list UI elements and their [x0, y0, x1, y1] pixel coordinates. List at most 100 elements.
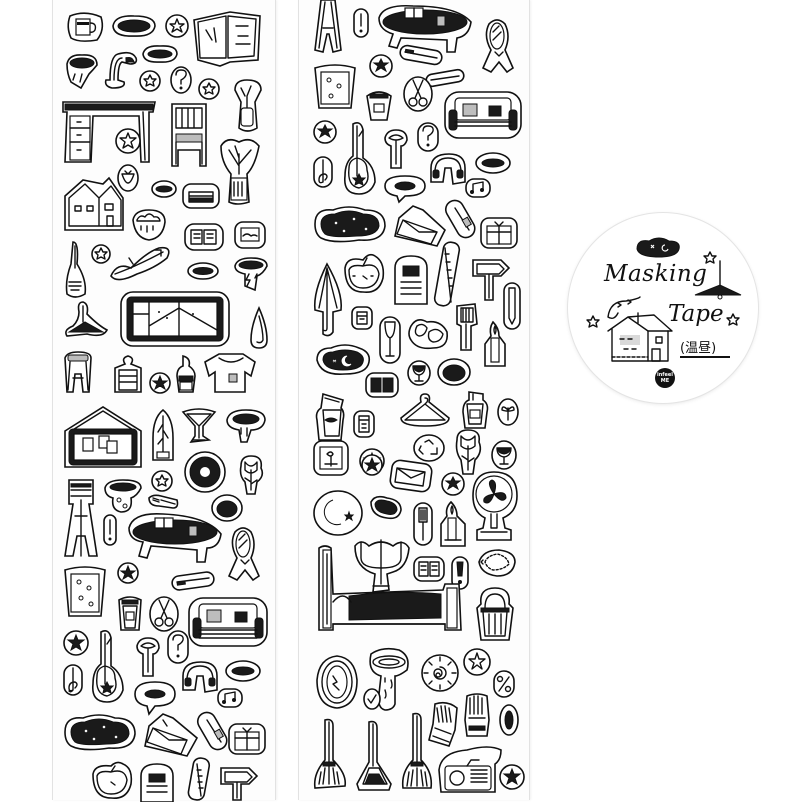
disc-title-tape: Tape — [668, 301, 724, 327]
star-sticker — [198, 78, 220, 100]
ruler-sticker — [433, 240, 461, 308]
leaf-sticker — [499, 704, 519, 736]
chair-sticker — [168, 100, 210, 168]
small-cloud-sticker — [141, 44, 179, 64]
star-sticker — [117, 562, 139, 584]
rain-cloud-sticker — [131, 208, 167, 242]
star-icon — [726, 313, 740, 327]
star-sticker — [313, 120, 337, 144]
speech-bubble-sticker — [383, 174, 427, 204]
mirror-sticker — [481, 18, 515, 74]
picture-frame-sticker — [233, 220, 267, 250]
jar-sticker — [313, 392, 347, 444]
toothbrush-sticker — [399, 44, 443, 66]
moon-cloud-sticker — [315, 342, 371, 376]
apple-clock-sticker — [89, 760, 135, 800]
recycle-sticker — [413, 434, 445, 462]
small-cloud-sticker — [151, 180, 177, 198]
lipstick-sticker — [444, 196, 479, 240]
brush-sticker — [399, 710, 435, 792]
framed-painting-sticker — [119, 290, 231, 348]
floor-lamp-sticker — [313, 0, 343, 54]
ornate-mirror-sticker — [315, 654, 359, 710]
dark-cloud-sticker — [111, 14, 157, 38]
moon-star-sticker — [313, 490, 363, 536]
star-icon — [703, 251, 717, 265]
exclamation-sticker — [353, 8, 369, 38]
slippers-sticker — [407, 316, 449, 352]
bed-sticker — [313, 544, 463, 632]
headphones-sticker — [181, 660, 219, 694]
glove-sticker — [427, 700, 461, 748]
coffee-table-sticker — [127, 508, 223, 564]
night-cloud-icon — [633, 235, 683, 259]
open-book-sticker — [413, 556, 445, 582]
fan-sticker — [469, 470, 519, 542]
guitar-sticker — [89, 628, 127, 704]
question-mark-sticker — [417, 122, 439, 152]
brand-line2: ME — [660, 378, 670, 384]
door-panel-sticker — [139, 762, 175, 802]
necklace-sticker — [477, 548, 517, 578]
sofa-sticker — [443, 90, 523, 140]
candelabra-sticker — [351, 538, 411, 596]
hanger-sticker — [399, 392, 451, 428]
question-mark-sticker — [170, 66, 192, 94]
apple-clock-sticker — [341, 252, 387, 296]
pendant-lamp-sticker — [63, 240, 89, 300]
strawberry-sticker — [117, 164, 139, 192]
subtitle-underline — [680, 356, 730, 358]
envelope-sticker — [393, 204, 447, 248]
tulip-sticker — [453, 428, 483, 476]
star-sticker — [369, 54, 393, 78]
star-sticker — [463, 648, 491, 676]
tomato-sticker — [437, 358, 471, 386]
pencil-sticker — [503, 282, 521, 330]
branch-sticker — [107, 242, 173, 282]
cloud-stars-sticker — [313, 204, 387, 244]
calendar-sticker — [353, 410, 375, 438]
headphones-sticker — [429, 152, 467, 186]
basket-sticker — [475, 586, 515, 642]
guitar-sticker — [341, 120, 379, 196]
sofa-sticker — [187, 596, 269, 648]
mirror-sticker — [227, 526, 261, 582]
bulletin-board-sticker — [63, 405, 143, 471]
drop-sticker — [249, 306, 269, 350]
treble-clef-sticker — [313, 156, 333, 188]
disc-subtitle: (温昼) — [680, 341, 717, 356]
ceiling-fan-sticker — [63, 300, 109, 340]
record-sticker — [183, 450, 227, 494]
radio-sticker — [437, 742, 503, 794]
toothbrush-sticker — [171, 571, 215, 591]
star-sticker — [361, 454, 383, 476]
broom-sticker — [311, 716, 349, 792]
mug-sticker — [67, 12, 104, 42]
small-cloud-sticker — [475, 152, 511, 174]
disc-title-masking: Masking — [604, 261, 708, 287]
hairbrush-sticker — [413, 502, 433, 546]
comb-sticker — [455, 302, 479, 352]
floor-lamp-sticker — [63, 476, 99, 560]
speech-bubble-sticker — [133, 680, 177, 716]
pendant-lamp-icon — [693, 260, 743, 303]
gift-box-sticker — [227, 720, 267, 756]
cloud-drip-sticker — [225, 408, 267, 444]
envelope-sticker — [143, 712, 199, 758]
flower-vase-sticker — [231, 78, 263, 134]
sticker-strip-left — [52, 0, 276, 802]
small-cloud-sticker — [225, 660, 261, 682]
star-sticker — [151, 470, 173, 492]
brush-bar-sticker — [425, 68, 465, 88]
gift-box-sticker — [479, 214, 519, 250]
sign-post-sticker — [471, 256, 511, 302]
scissors-sticker — [403, 76, 433, 112]
question-mark-sticker — [167, 630, 189, 664]
check-sticker — [363, 688, 381, 710]
candle-sticker — [439, 500, 467, 548]
sign-post-sticker — [219, 764, 259, 801]
dustpan-sticker — [355, 718, 393, 792]
scissors-sticker — [149, 596, 179, 632]
sun-sticker — [421, 654, 459, 692]
candle-sticker — [483, 320, 507, 368]
